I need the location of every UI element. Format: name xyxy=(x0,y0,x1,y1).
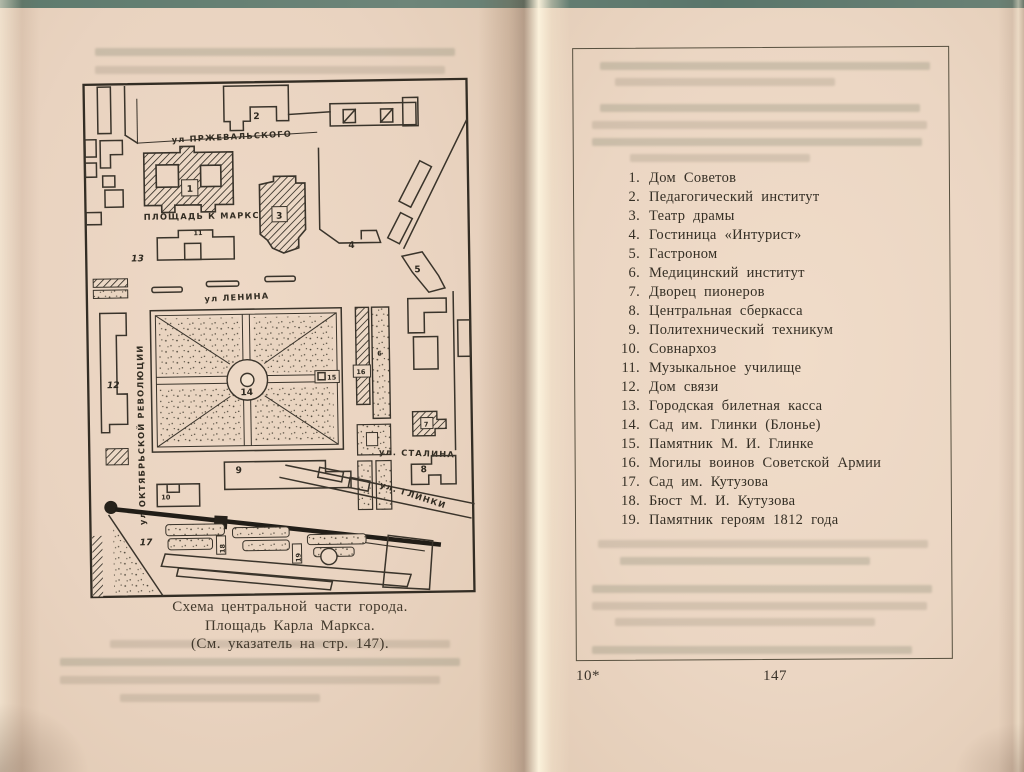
list-item: 5.Гастроном xyxy=(628,246,718,262)
monument-15: 15 xyxy=(314,369,340,384)
kiosk-strips xyxy=(92,278,129,299)
svg-text:ул ЛЕНИНА: ул ЛЕНИНА xyxy=(204,291,269,304)
caption-line-3: (См. указатель на стр. 147). xyxy=(191,636,389,652)
svg-text:6: 6 xyxy=(377,350,382,358)
list-item: 19.Памятник героям 1812 года xyxy=(620,512,839,528)
diagonal-street-east: 5 xyxy=(386,118,468,294)
building-11: 11 xyxy=(156,229,236,261)
svg-text:12: 12 xyxy=(107,381,120,391)
list-item: 10.Совнархоз xyxy=(620,341,717,357)
svg-text:1: 1 xyxy=(187,185,193,195)
list-item: 17.Сад им. Кутузова xyxy=(620,474,769,490)
svg-text:4: 4 xyxy=(348,241,354,251)
page-number: 147 xyxy=(763,668,787,684)
monument-19: 19 xyxy=(291,543,303,564)
street-lenina: ул ЛЕНИНА xyxy=(151,275,297,304)
building-5 xyxy=(400,251,447,294)
bust-18: 18 xyxy=(215,535,227,555)
svg-text:19: 19 xyxy=(295,552,303,562)
svg-text:18: 18 xyxy=(219,544,227,554)
map-buildings-northwest xyxy=(84,85,139,226)
building-1: 1 xyxy=(142,145,235,214)
street-label-stalina: ул. СТАЛИНА xyxy=(379,447,455,460)
list-item: 18.Бюст М. И. Кутузова xyxy=(620,493,796,509)
list-item: 13.Городская билетная касса xyxy=(620,398,823,414)
list-item: 14.Сад им. Глинки (Блонье) xyxy=(620,417,821,433)
list-item: 15.Памятник М. И. Глинке xyxy=(620,436,814,452)
fountain xyxy=(320,547,338,566)
list-item: 9.Политехнический техникум xyxy=(628,322,834,338)
legend-list: 1.Дом Советов 2.Педагогический институт … xyxy=(614,169,944,530)
building-3: 3 xyxy=(258,175,307,254)
building-9: 9 xyxy=(223,459,352,491)
list-item: 6.Медицинский институт xyxy=(628,265,805,281)
caption-line-1: Схема центральной части города. xyxy=(172,599,408,615)
svg-text:14: 14 xyxy=(240,388,253,398)
svg-text:16: 16 xyxy=(356,368,366,376)
list-item: 3.Театр драмы xyxy=(628,208,735,224)
list-item: 16.Могилы воинов Советской Армии xyxy=(620,455,882,471)
kutuzov-garden-17: 17 18 19 xyxy=(92,514,434,597)
park-glinka-garden: 14 15 xyxy=(149,306,345,453)
svg-text:7: 7 xyxy=(424,421,429,429)
building-4: 4 xyxy=(317,147,382,251)
list-item: 1.Дом Советов xyxy=(628,170,737,186)
list-item: 8.Центральная сберкасса xyxy=(628,303,803,319)
signature-mark: 10* xyxy=(576,668,600,684)
svg-text:5: 5 xyxy=(414,265,420,275)
building-7: 7 xyxy=(411,410,447,437)
building-2: 2 xyxy=(222,84,290,132)
street-label-oktyabrskoy: ул ОКТЯБРЬСКОЙ РЕВОЛЮЦИИ xyxy=(134,344,148,525)
svg-text:11: 11 xyxy=(193,229,203,237)
building-12: 12 xyxy=(98,312,129,466)
map-buildings-northeast xyxy=(287,96,419,127)
svg-text:10: 10 xyxy=(161,493,171,501)
svg-text:8: 8 xyxy=(420,465,426,475)
street-edge xyxy=(137,131,318,144)
svg-text:2: 2 xyxy=(253,112,259,122)
street-label-przhevalskogo: ул ПРЖЕВАЛЬСКОГО xyxy=(171,129,292,145)
list-item: 12.Дом связи xyxy=(620,379,719,395)
svg-text:9: 9 xyxy=(236,466,242,476)
list-item: 11.Музыкальное училище xyxy=(621,360,802,376)
list-item: 4.Гостиница «Интурист» xyxy=(628,227,802,243)
building-10: 10 xyxy=(156,482,201,508)
right-page xyxy=(512,8,1024,772)
stippled-plot xyxy=(382,534,434,591)
square-label-marksa: ПЛОЩАДЬ К МАРКСА xyxy=(144,210,268,222)
svg-text:17: 17 xyxy=(140,538,153,548)
svg-text:15: 15 xyxy=(327,374,337,382)
city-center-map: 2 ул ПРЖЕВАЛЬСКОГО 1 ПЛОЩАДЬ К МАРКСА 11… xyxy=(82,77,476,599)
building-8: 8 xyxy=(410,454,457,486)
marker-13: 13 xyxy=(131,254,144,264)
svg-text:3: 3 xyxy=(276,212,282,222)
caption-line-2: Площадь Карла Маркса. xyxy=(205,617,375,634)
street-edge xyxy=(136,98,138,144)
list-item: 7.Дворец пионеров xyxy=(628,284,765,300)
map-caption: Схема центральной части города. Площадь … xyxy=(100,598,480,654)
list-item: 2.Педагогический институт xyxy=(628,189,820,205)
